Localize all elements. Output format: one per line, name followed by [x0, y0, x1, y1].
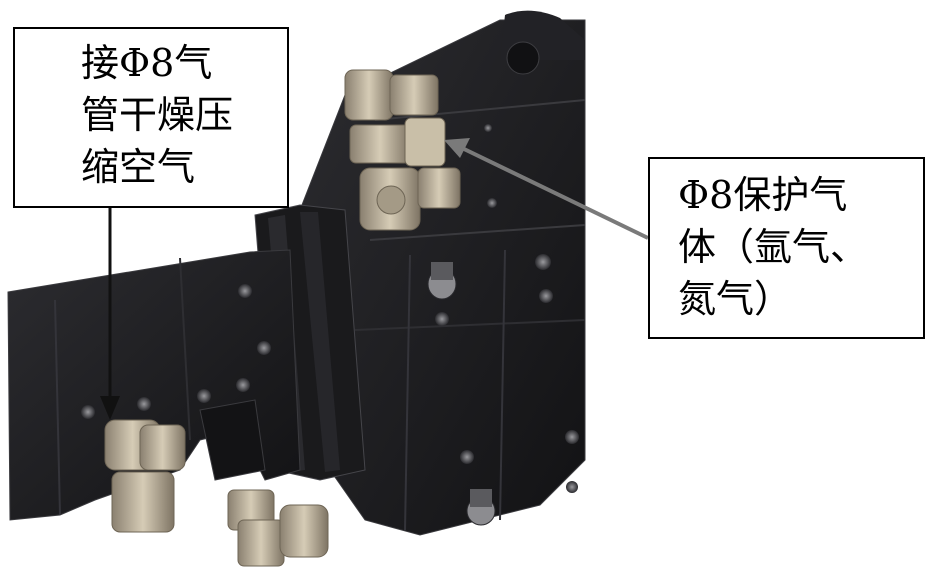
gas-fittings-top	[344, 69, 461, 231]
callout-line: 缩空气	[81, 145, 196, 189]
callout-line: 氮气）	[678, 277, 793, 321]
callout-line: 接Φ8气	[81, 41, 213, 85]
arrow-left-callout	[100, 208, 120, 420]
callout-line: Φ8保护气	[678, 173, 848, 217]
callout-line: 管干燥压	[81, 93, 234, 137]
callout-line: 体（氩气、	[678, 225, 869, 269]
lower-body	[7, 249, 301, 521]
callout-compressed-air: 接Φ8气 管干燥压 缩空气	[13, 27, 289, 208]
gas-fittings-bottom	[104, 419, 329, 567]
callout-shielding-gas: Φ8保护气 体（氩气、 氮气）	[648, 157, 925, 339]
screw-heads	[81, 124, 579, 493]
knurled-knobs	[427, 262, 496, 526]
arrow-right-callout	[444, 138, 649, 240]
